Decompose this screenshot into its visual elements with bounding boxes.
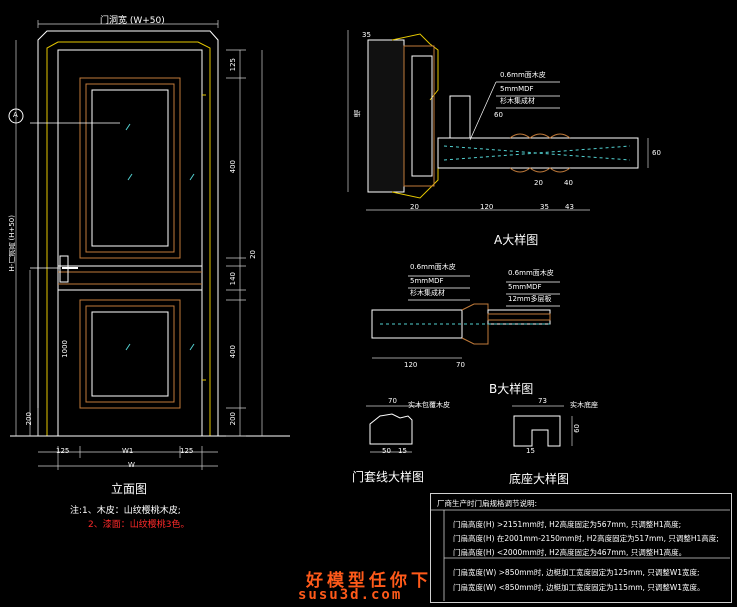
elevation-left-vertical-label: H-门洞高 (H+50): [8, 215, 16, 272]
elevation-right-dim-8: 400: [229, 345, 237, 359]
casing-profile: [366, 405, 420, 453]
base-dim-60: 60: [573, 424, 581, 433]
elevation-right-dim-1: 125: [229, 58, 237, 72]
elevation-note-1: 注:1、木皮：山纹樱桃木皮;: [70, 506, 181, 516]
elevation-left-dim-1000: 1000: [61, 340, 69, 358]
detail-b-title: B大样图: [489, 382, 534, 396]
elevation-title: 立面图: [111, 482, 148, 496]
wall-block: [367, 39, 405, 193]
detail-a-drawing: [347, 30, 649, 211]
detail-a-dim-bottom-2: 120: [480, 203, 494, 211]
adjust-note-1: 门扇高度(H) >2151mm时, H2高度固定为567mm, 只调整H1高度;: [453, 520, 682, 529]
casing-title: 门套线大样图: [352, 470, 425, 484]
detail-b-left-callout-1: 0.6mm面木皮: [410, 263, 456, 271]
watermark-line-2: susu3d.com: [298, 587, 403, 603]
detail-a-dim-misc-4: 20: [534, 179, 543, 187]
casing-dim-50: 50: [382, 447, 391, 455]
detail-b-right-callout-1: 0.6mm面木皮: [508, 269, 554, 277]
elevation-right-dim-6: 140: [229, 272, 237, 286]
detail-b-right-callout-2: 5mmMDF: [508, 283, 542, 291]
casing-dim-15: 15: [398, 447, 407, 455]
elevation-bottom-dim-left: 125: [56, 447, 70, 455]
elevation-right-dim-2: 400: [229, 160, 237, 174]
adjust-notes-box: 厂商生产时门扇规格调节说明: 门扇高度(H) >2151mm时, H2高度固定为…: [430, 493, 732, 603]
detail-a-callout-3: 杉木集成材: [500, 97, 535, 105]
section-marker-a: A: [13, 111, 18, 119]
elevation-top-dim: 门洞宽 (W+50): [100, 16, 165, 26]
bottom-panel-mid: [85, 305, 175, 403]
bottom-panel-inner: [91, 311, 169, 397]
detail-a-dim-bottom-3: 35: [540, 203, 549, 211]
watermark-line-1: 好模型任你下: [306, 571, 432, 591]
detail-b-drawing: [371, 275, 560, 359]
leaf-section: [437, 137, 639, 169]
adjust-notes-title: 厂商生产时门扇规格调节说明:: [437, 499, 538, 508]
door-casing-inner: [46, 41, 211, 436]
base-title: 底座大样图: [509, 472, 570, 486]
top-panel-mid: [85, 83, 175, 253]
casing-dim-70: 70: [388, 397, 397, 405]
detail-b-left-callout-2: 5mmMDF: [410, 277, 444, 285]
door-elevation: [10, 30, 290, 437]
base-dim-73: 73: [538, 397, 547, 405]
adjust-note-4: 门扇宽度(W) >850mm时, 边梃加工宽度固定为125mm, 只调整W1宽度…: [453, 568, 700, 577]
elevation-bottom-dim-right: 125: [180, 447, 194, 455]
detail-a-title: A大样图: [494, 233, 539, 247]
detail-a-dim-bottom-4: 43: [565, 203, 574, 211]
top-panel-outer: [79, 77, 181, 259]
adjust-note-5: 门扇宽度(W) <850mm时, 边梃加工宽度固定为115mm, 只调整W1宽度…: [453, 583, 705, 592]
door-casing-outline: [37, 30, 219, 436]
detail-a-callout-2: 5mmMDF: [500, 85, 534, 93]
detail-b-dim-2: 70: [456, 361, 465, 369]
detail-a-callout-1: 0.6mm面木皮: [500, 71, 546, 79]
elevation-bottom-dim-w1: W1: [122, 447, 134, 455]
adjust-note-2: 门扇高度(H) 在2001mm-2150mm时, H2高度固定为517mm, 只…: [453, 534, 719, 543]
elevation-bottom-total: W: [128, 461, 135, 469]
bottom-panel-outer: [79, 299, 181, 409]
casing-callout: 实木包覆木皮: [408, 401, 450, 409]
elevation-right-dim-9: 200: [229, 412, 237, 426]
detail-b-right-callout-3: 12mm多层板: [508, 295, 552, 303]
detail-b-left-callout-3: 杉木集成材: [410, 289, 445, 297]
adjust-note-3: 门扇高度(H) <2000mm时, H2高度固定为467mm, 只调整H1高度。: [453, 548, 687, 557]
detail-a-wall-label: 墙: [353, 110, 361, 117]
base-callout: 实木底座: [570, 401, 598, 409]
detail-a-dim-misc-1: 35: [362, 31, 371, 39]
base-dim-15: 15: [526, 447, 535, 455]
elevation-dimensions: [15, 20, 263, 470]
detail-a-dim-misc-6: 60: [652, 149, 661, 157]
detail-a-dim-misc-3: 40: [564, 179, 573, 187]
elevation-left-dim-200: 200: [25, 412, 33, 426]
detail-b-dim-1: 120: [404, 361, 418, 369]
detail-a-dim-bottom-1: 20: [410, 203, 419, 211]
elevation-right-dim-3: 20: [249, 250, 257, 259]
elevation-note-2: 2、漆面：山纹樱桃3色。: [88, 520, 190, 530]
section-marker-a-circle: [8, 108, 24, 124]
top-panel-inner: [91, 89, 169, 247]
base-profile: [512, 405, 573, 447]
detail-a-dim-misc-2: 60: [494, 111, 503, 119]
notes-box-lines: [430, 509, 730, 601]
